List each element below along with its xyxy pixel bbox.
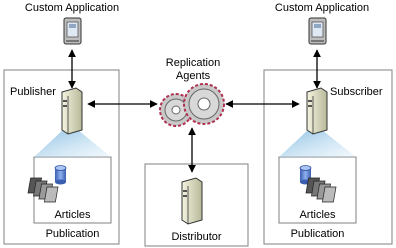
subscriber-label: Subscriber — [330, 86, 383, 98]
articles-label-right: Articles — [299, 209, 336, 221]
beam-left — [34, 130, 111, 157]
distributor-box — [144, 163, 249, 247]
articles-label-left: Articles — [54, 209, 91, 221]
articles-icon-right — [305, 177, 337, 203]
replication-agents-label-line2: Agents — [175, 70, 211, 82]
server-icon-subscriber — [306, 87, 328, 135]
publication-label-left: Publication — [45, 228, 100, 240]
custom-application-label-right: Custom Application — [274, 2, 370, 14]
publication-label-right: Publication — [290, 228, 345, 240]
gears-icon — [159, 83, 225, 127]
publisher-label: Publisher — [10, 86, 56, 98]
database-icon-left — [54, 165, 67, 185]
custom-application-label-left: Custom Application — [24, 2, 120, 14]
publisher-box — [3, 69, 120, 245]
beam-right — [279, 130, 356, 157]
server-icon-publisher — [61, 87, 83, 135]
server-icon-distributor — [181, 177, 203, 225]
subscriber-box — [263, 69, 393, 245]
replication-agents-label-line1: Replication — [165, 57, 221, 69]
distributor-label: Distributor — [171, 231, 222, 243]
articles-icon-left — [27, 177, 59, 203]
monitor-icon-left — [63, 17, 82, 45]
monitor-icon-right — [308, 17, 327, 45]
